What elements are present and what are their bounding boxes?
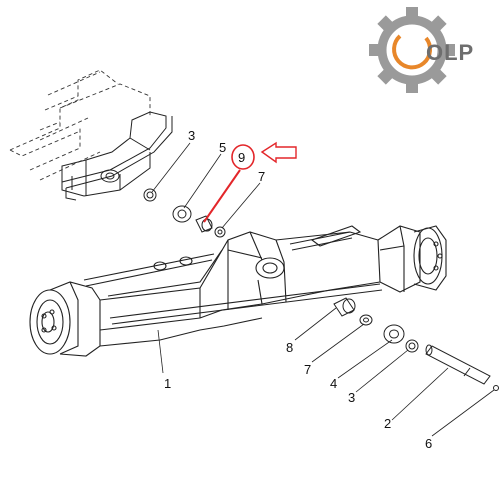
callout-7-upper: 7 bbox=[258, 169, 265, 184]
leader-line-9 bbox=[203, 169, 241, 223]
callout-labels: 3 5 9 7 1 8 7 4 3 2 6 bbox=[164, 128, 432, 451]
logo-text: OLP bbox=[426, 40, 474, 65]
callout-9: 9 bbox=[238, 150, 245, 165]
part-2-pin bbox=[425, 344, 491, 385]
callout-3-upper: 3 bbox=[188, 128, 195, 143]
mounting-bracket bbox=[61, 111, 173, 201]
olp-logo: OLP bbox=[369, 7, 474, 93]
callout-1: 1 bbox=[164, 376, 171, 391]
leader-lines bbox=[151, 142, 495, 437]
callout-7-lower: 7 bbox=[304, 362, 311, 377]
callout-3-lower: 3 bbox=[348, 390, 355, 405]
part-6-grease-fitting bbox=[493, 385, 499, 391]
part-3-lower-ring bbox=[405, 339, 419, 353]
part-9-bushing bbox=[195, 215, 213, 233]
part-7-lower-ring bbox=[359, 314, 373, 326]
part-4-lower-washer bbox=[383, 324, 405, 344]
chassis-frame-outline bbox=[9, 69, 151, 181]
part-4-upper-washer bbox=[172, 205, 192, 223]
callout-4: 4 bbox=[330, 376, 337, 391]
axle-housing bbox=[29, 225, 447, 357]
highlight-circle-9 bbox=[231, 144, 255, 170]
callout-8: 8 bbox=[286, 340, 293, 355]
arrow-left-outline-icon bbox=[260, 141, 297, 164]
part-3-upper-bushing bbox=[143, 188, 157, 202]
part-8-lower-bushing bbox=[333, 297, 356, 317]
callout-2: 2 bbox=[384, 416, 391, 431]
gear-icon bbox=[369, 7, 455, 93]
callout-6: 6 bbox=[425, 436, 432, 451]
part-7-upper-ring bbox=[214, 226, 226, 238]
callout-5: 5 bbox=[219, 140, 226, 155]
